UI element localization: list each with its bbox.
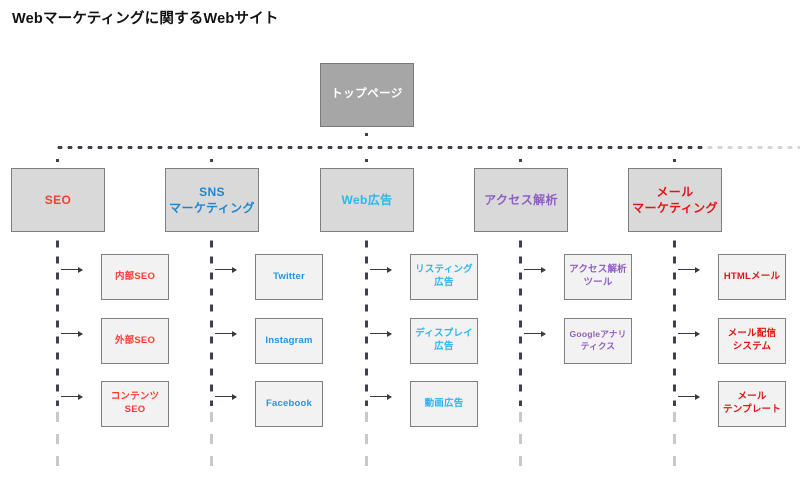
node-leaf-webads-video[interactable]: 動画広告 [410, 381, 478, 427]
node-label: メール マーケティング [632, 184, 718, 215]
connector-stub-root [365, 133, 368, 136]
node-top-page[interactable]: トップページ [320, 63, 414, 127]
node-leaf-sns-twitter[interactable]: Twitter [255, 254, 323, 300]
connector-arrow-icon [678, 393, 700, 400]
node-label: トップページ [331, 88, 403, 101]
page-title: Webマーケティングに関するWebサイト [12, 11, 279, 27]
connector-arrow-icon [678, 330, 700, 337]
node-leaf-mail-template[interactable]: メール テンプレート [718, 381, 786, 427]
connector-spine-sns [210, 236, 213, 406]
node-label: SEO [44, 192, 72, 207]
node-leaf-access-google-analytics[interactable]: Googleアナリ ティクス [564, 318, 632, 364]
node-label: アクセス解析 [484, 192, 558, 207]
node-leaf-sns-facebook[interactable]: Facebook [255, 381, 323, 427]
node-label: リスティング 広告 [415, 264, 473, 288]
connector-arrow-icon [215, 330, 237, 337]
node-category-access-analysis[interactable]: アクセス解析 [474, 168, 568, 232]
node-label: Web広告 [341, 192, 393, 207]
connector-stub-seo [56, 159, 59, 162]
node-label: 内部SEO [114, 270, 156, 282]
node-leaf-webads-listing[interactable]: リスティング 広告 [410, 254, 478, 300]
node-label: メール配信 システム [727, 328, 777, 352]
node-leaf-webads-display[interactable]: ディスプレイ 広告 [410, 318, 478, 364]
connector-arrow-icon [370, 266, 392, 273]
connector-spine-web-ads-fade [365, 406, 368, 472]
connector-stub-mail [673, 159, 676, 162]
connector-arrow-icon [678, 266, 700, 273]
node-category-web-ads[interactable]: Web広告 [320, 168, 414, 232]
connector-stub-sns [210, 159, 213, 162]
connector-spine-web-ads [365, 236, 368, 406]
connector-spine-seo-fade [56, 406, 59, 472]
connector-arrow-icon [524, 266, 546, 273]
connector-arrow-icon [370, 330, 392, 337]
node-label: Twitter [273, 270, 305, 282]
node-label: メール テンプレート [723, 391, 781, 415]
connector-horizontal-bus-fade [705, 146, 800, 149]
node-leaf-mail-delivery-system[interactable]: メール配信 システム [718, 318, 786, 364]
connector-arrow-icon [215, 266, 237, 273]
node-leaf-seo-external[interactable]: 外部SEO [101, 318, 169, 364]
connector-spine-access-analysis [519, 236, 522, 406]
connector-spine-sns-fade [210, 406, 213, 472]
connector-arrow-icon [370, 393, 392, 400]
connector-spine-access-analysis-fade [519, 406, 522, 472]
connector-stub-webads [365, 159, 368, 162]
connector-spine-mail-marketing-fade [673, 406, 676, 472]
connector-horizontal-bus [55, 146, 705, 149]
node-label: HTMLメール [723, 270, 781, 282]
node-category-sns-marketing[interactable]: SNS マーケティング [165, 168, 259, 232]
node-label: Googleアナリ ティクス [569, 329, 627, 351]
connector-spine-mail-marketing [673, 236, 676, 406]
connector-arrow-icon [61, 266, 83, 273]
node-leaf-access-tool[interactable]: アクセス解析 ツール [564, 254, 632, 300]
node-leaf-mail-html[interactable]: HTMLメール [718, 254, 786, 300]
connector-arrow-icon [524, 330, 546, 337]
node-label: コンテンツ SEO [110, 391, 160, 415]
connector-stub-access [519, 159, 522, 162]
node-label: 外部SEO [114, 334, 156, 346]
node-label: Instagram [265, 334, 313, 346]
node-leaf-sns-instagram[interactable]: Instagram [255, 318, 323, 364]
connector-arrow-icon [61, 393, 83, 400]
node-label: 動画広告 [424, 397, 464, 409]
node-label: ディスプレイ 広告 [415, 328, 473, 352]
connector-arrow-icon [215, 393, 237, 400]
node-leaf-seo-content[interactable]: コンテンツ SEO [101, 381, 169, 427]
node-label: Facebook [266, 397, 312, 409]
node-label: アクセス解析 ツール [569, 264, 627, 288]
node-leaf-seo-internal[interactable]: 内部SEO [101, 254, 169, 300]
node-label: SNS マーケティング [169, 184, 255, 215]
node-category-mail-marketing[interactable]: メール マーケティング [628, 168, 722, 232]
node-category-seo[interactable]: SEO [11, 168, 105, 232]
connector-spine-seo [56, 236, 59, 406]
connector-arrow-icon [61, 330, 83, 337]
